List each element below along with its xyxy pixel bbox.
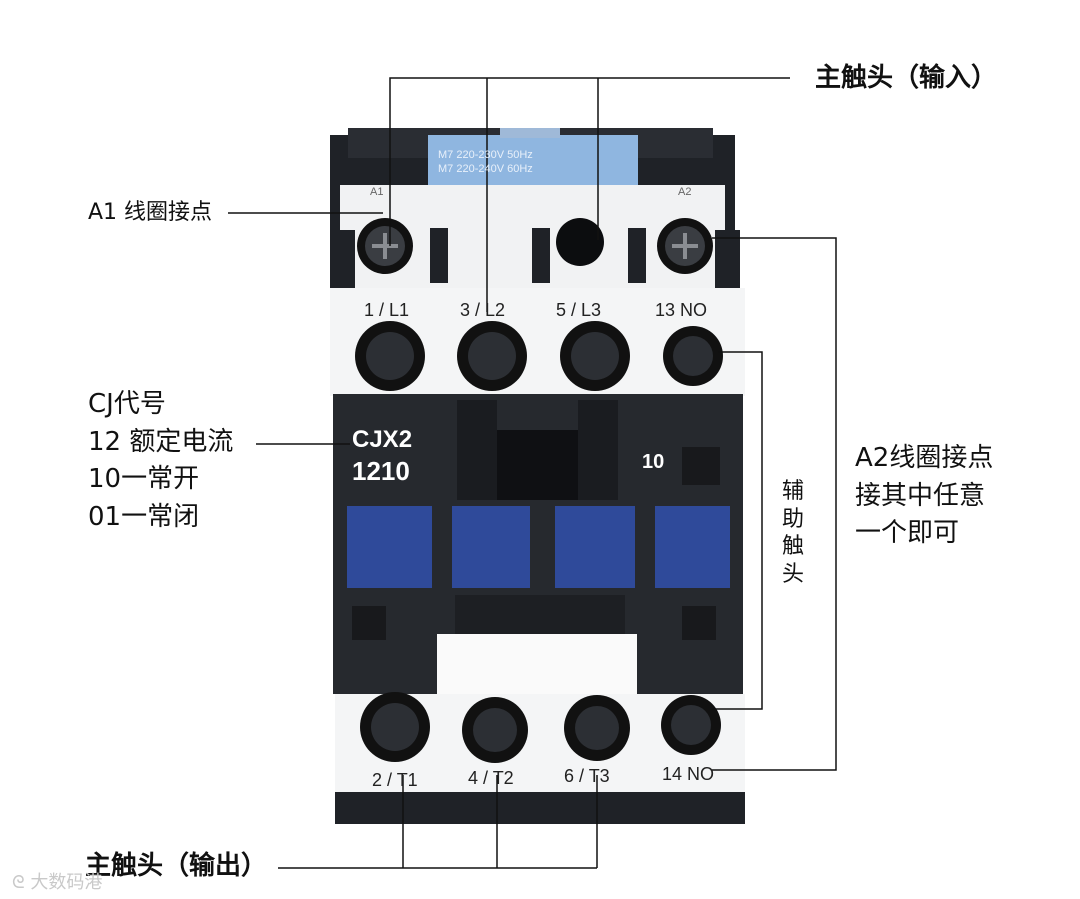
terminal-label-t1: 2 / T1 [372,770,418,790]
terminal-label-l3: 5 / L3 [556,300,602,320]
aux-char-3: 触 [781,534,804,559]
terminal-label-t3: 6 / T3 [564,766,610,786]
leader-lines [228,77,837,869]
blue-button-1 [347,506,432,588]
blue-button-2 [452,506,530,588]
label-aux-contacts: 辅 助 触 头 [780,478,806,588]
bottom-screws [360,692,721,763]
label-a2-coil: A2线圈接点 接其中任意 一个即可 [855,440,993,553]
terminal-label-14no: 14 NO [662,764,715,784]
terminal-a2-label: A2 [678,186,692,198]
blue-button-4 [655,506,730,588]
label-main-contacts-output: 主触头（输出） [85,851,268,881]
center-hole [556,218,604,266]
nameplate-line-1: M7 220-230V 50Hz [438,149,533,161]
model-code-line2: 1210 [352,456,410,486]
housing-bottom [335,792,745,824]
terminal-label-l2: 3 / L2 [460,300,506,320]
label-main-contacts-input: 主触头（输入） [815,63,998,93]
a2-line-3: 一个即可 [855,518,960,549]
model-explain-line-4: 01一常闭 [88,502,200,533]
watermark-text: 大数码港 [30,872,103,893]
aux-char-2: 助 [781,506,804,532]
nameplate-line-2: M7 220-240V 60Hz [438,163,533,175]
aux-char-4: 头 [781,561,804,587]
watermark: ᘓ 大数码港 [12,868,102,894]
aux-code: 10 [642,451,665,473]
indicator-window [437,634,637,704]
label-model-explanation: CJ代号 12 额定电流 10一常开 01一常闭 [88,386,233,537]
blue-button-3 [555,506,635,588]
watermark-logo-icon: ᘓ [12,872,25,893]
terminal-label-t2: 4 / T2 [468,768,514,788]
model-explain-line-2: 12 额定电流 [88,426,234,457]
terminal-label-13no: 13 NO [655,300,708,320]
a2-line-1: A2线圈接点 [855,443,994,473]
aux-char-1: 辅 [781,479,804,504]
model-explain-line-3: 10一常开 [88,464,200,495]
terminal-a1-label: A1 [370,186,384,198]
model-explain-line-1: CJ代号 [88,389,166,419]
model-code-line1: CJX2 [352,426,413,453]
top-screws [355,321,723,391]
terminal-label-l1: 1 / L1 [364,300,410,320]
nameplate [428,135,638,187]
label-a1-coil: A1 线圈接点 [88,200,213,225]
nameplate-text: M7 220-230V 50Hz M7 220-240V 60Hz [438,148,533,176]
a2-line-2: 接其中任意 [855,480,986,511]
